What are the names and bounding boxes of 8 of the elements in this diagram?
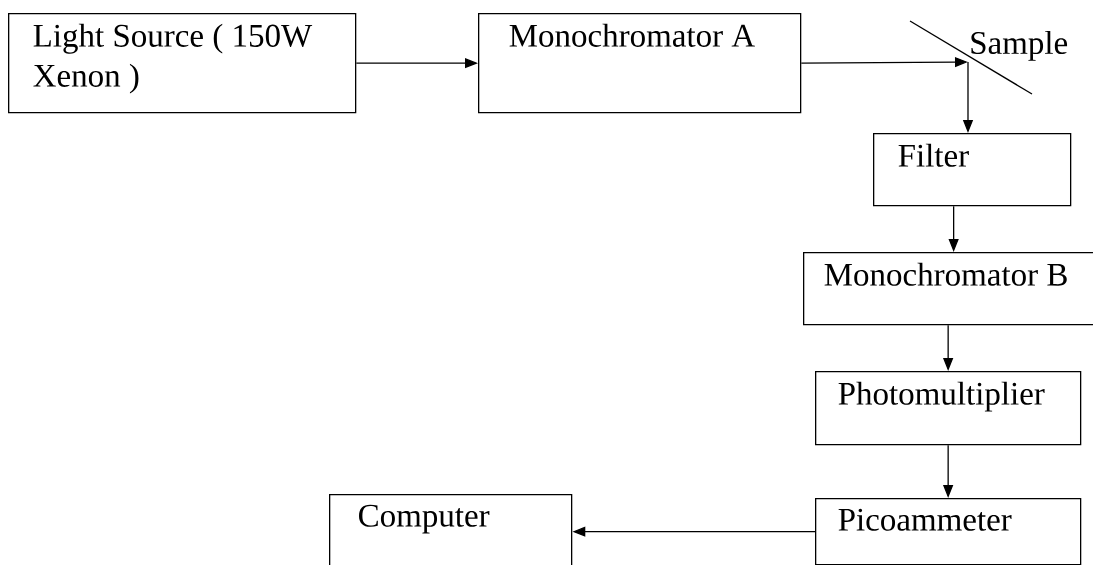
process-box: Monochromator B [803,252,1093,326]
process-box: Picoammeter [815,498,1082,565]
process-box: Filter [873,133,1072,207]
process-box: Photomultiplier [815,371,1082,446]
sample-label: Sample [971,30,1068,61]
process-box: Monochromator A [478,13,802,114]
process-box: Light Source ( 150W Xenon ) [8,13,357,114]
process-box: Computer [329,494,573,565]
